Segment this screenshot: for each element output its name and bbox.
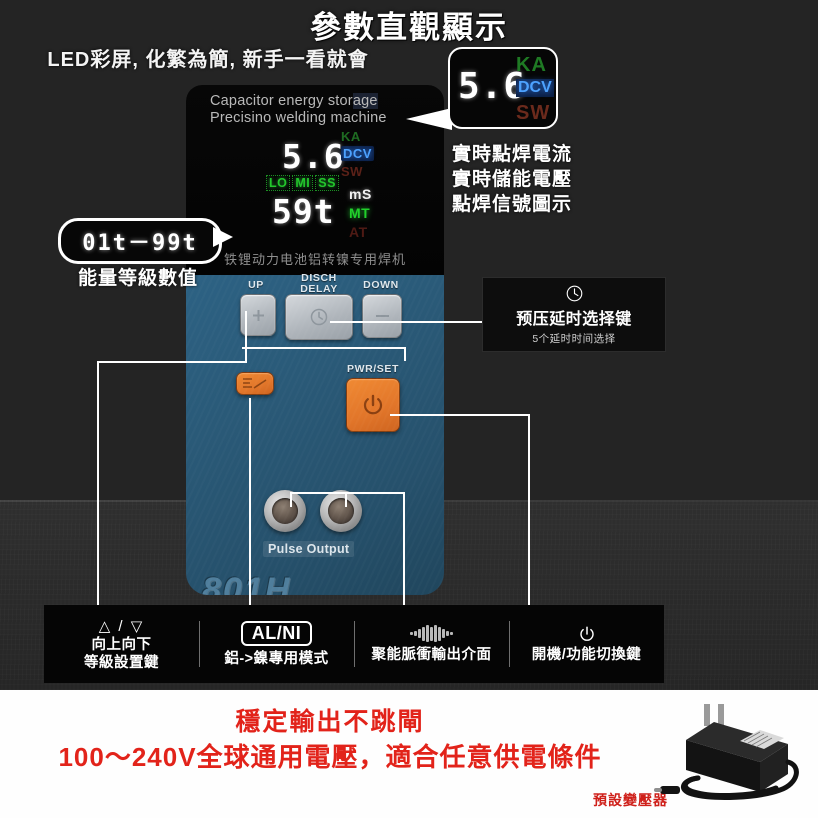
leader-line-pwr-v xyxy=(528,414,530,609)
callout-sw-label: SW xyxy=(516,102,551,124)
leader-line-disch-h xyxy=(330,321,482,323)
legend-item-level-keys[interactable]: △ / ▽ 向上向下 等級設置鍵 xyxy=(44,605,199,683)
callout-ka-label: KA xyxy=(516,54,547,76)
pulse-output-label: Pulse Output xyxy=(263,541,355,557)
legend-0-line2: 等級設置鍵 xyxy=(84,654,159,671)
left-bubble-pointer xyxy=(213,227,233,247)
al-ni-mode-button[interactable] xyxy=(236,372,274,395)
adapter-caption: 預設變壓器 xyxy=(593,792,668,808)
legend-0-line1: 向上向下 xyxy=(91,636,152,653)
screen-chinese-caption: 铁锂动力电池铝转镍专用焊机 xyxy=(223,252,406,267)
device-brand: 801H GLITTER xyxy=(202,573,330,595)
clock-icon xyxy=(310,308,328,326)
feature-line-2: 實時儲能電壓 xyxy=(452,169,573,190)
power-icon xyxy=(363,394,383,415)
leader-line-port-h xyxy=(290,492,405,494)
legend-item-power-key[interactable]: 開機/功能切換鍵 xyxy=(509,605,664,683)
pulse-waveform-icon xyxy=(410,624,453,643)
pulse-output-port-right[interactable] xyxy=(320,490,362,532)
leader-line-mode-v xyxy=(249,398,251,609)
pwrset-button[interactable] xyxy=(346,378,400,432)
disch-delay-button[interactable] xyxy=(285,294,353,340)
callout-value: 5.6 xyxy=(458,66,527,107)
legend-2-line1: 聚能脈衝輸出介面 xyxy=(371,647,492,663)
up-button-label: UP xyxy=(248,279,264,291)
banner-line-1: 穩定輸出不跳閘 xyxy=(235,708,425,736)
signal-segment-indicator: LO MI SS xyxy=(266,175,339,191)
page-title: 參數直觀顯示 xyxy=(310,10,508,45)
clock-icon xyxy=(566,285,582,301)
signal-segment-ss: SS xyxy=(315,175,339,191)
up-down-triangle-icon: △ / ▽ xyxy=(98,618,145,635)
down-button[interactable] xyxy=(362,294,402,338)
leader-line-pwr-h xyxy=(390,414,530,416)
leader-line-port-left-v xyxy=(290,492,292,507)
feature-line-1: 實時點焊電流 xyxy=(452,144,573,165)
plus-icon xyxy=(252,309,264,321)
current-value-display: 5.6 xyxy=(282,137,345,176)
leader-line-up-h xyxy=(97,361,247,363)
leader-line-down-h xyxy=(242,347,406,349)
minus-icon xyxy=(375,315,389,317)
legend-1-line1: 鋁->鎳專用模式 xyxy=(224,650,329,667)
disch-delay-button-label: DISCH DELAY xyxy=(300,272,338,295)
delay-note-subtitle: 5个延时时间选择 xyxy=(532,332,616,345)
right-bubble-pointer xyxy=(406,108,452,130)
legend-3-line1: 開機/功能切換鍵 xyxy=(531,647,642,663)
brand-model: 801H xyxy=(202,571,292,595)
unit-at-label: AT xyxy=(349,224,368,240)
unit-ka-label: KA xyxy=(341,129,361,144)
magnified-display-callout: 5.6 KA DCV SW xyxy=(448,47,558,129)
delay-select-note: 预压延时选择键 5个延时时间选择 xyxy=(482,277,666,352)
unit-sw-label: SW xyxy=(341,164,363,179)
leader-line-up-v2 xyxy=(97,361,99,609)
down-button-label: DOWN xyxy=(363,279,399,291)
callout-dcv-label: DCV xyxy=(516,79,554,97)
unit-ms-label: mS xyxy=(349,186,372,202)
banner-line-2: 100～240V全球通用電壓，適合任意供電條件 xyxy=(58,742,602,772)
al-ni-mode-icon xyxy=(243,377,267,389)
unit-dcv-label: DCV xyxy=(341,146,374,161)
screen-en-line1-highlight: age xyxy=(352,93,378,109)
screen-english-caption: Capacitor energy storage Precisino weldi… xyxy=(210,93,430,127)
leader-line-port-right-v xyxy=(345,492,347,507)
port-inner-right xyxy=(328,498,354,524)
leader-line-port-v xyxy=(403,492,405,609)
page-subtitle: LED彩屏, 化繁為簡, 新手一看就會 xyxy=(47,49,369,71)
leader-line-up-v1 xyxy=(245,311,247,363)
pwrset-button-label: PWR/SET xyxy=(346,363,400,375)
device-body-panel: UP DISCH DELAY DOWN xyxy=(186,272,444,595)
legend-bar: △ / ▽ 向上向下 等級設置鍵 AL/NI 鋁->鎳專用模式 聚能脈衝輸出介面 xyxy=(44,605,664,683)
leader-line-down-v xyxy=(404,347,406,361)
delay-note-title: 预压延时选择键 xyxy=(516,310,632,328)
al-ni-badge: AL/NI xyxy=(240,620,313,646)
port-inner-left xyxy=(272,498,298,524)
screen-en-line2: Precisino welding machine xyxy=(210,110,387,126)
feature-line-3: 點焊信號圖示 xyxy=(452,194,573,215)
energy-level-label: 能量等級數值 xyxy=(77,268,198,289)
power-icon xyxy=(578,624,596,643)
signal-segment-mi: MI xyxy=(292,175,314,191)
welding-machine-device: Capacitor energy storage Precisino weldi… xyxy=(186,85,444,595)
white-banner-background xyxy=(0,690,818,818)
legend-item-pulse-output[interactable]: 聚能脈衝輸出介面 xyxy=(354,605,509,683)
screen-en-line1: Capacitor energy stor xyxy=(210,93,353,109)
time-value-display: 59t xyxy=(272,192,335,231)
signal-segment-lo: LO xyxy=(266,175,291,191)
energy-level-callout: 01t－99t xyxy=(58,218,222,264)
display-feature-list: 實時點焊電流 實時儲能電壓 點焊信號圖示 xyxy=(452,142,572,217)
unit-mt-label: MT xyxy=(349,205,371,221)
legend-item-alni-mode[interactable]: AL/NI 鋁->鎳專用模式 xyxy=(199,605,354,683)
energy-level-range: 01t－99t xyxy=(82,231,198,256)
power-adapter-image xyxy=(654,704,799,800)
pulse-output-port-left[interactable] xyxy=(264,490,306,532)
